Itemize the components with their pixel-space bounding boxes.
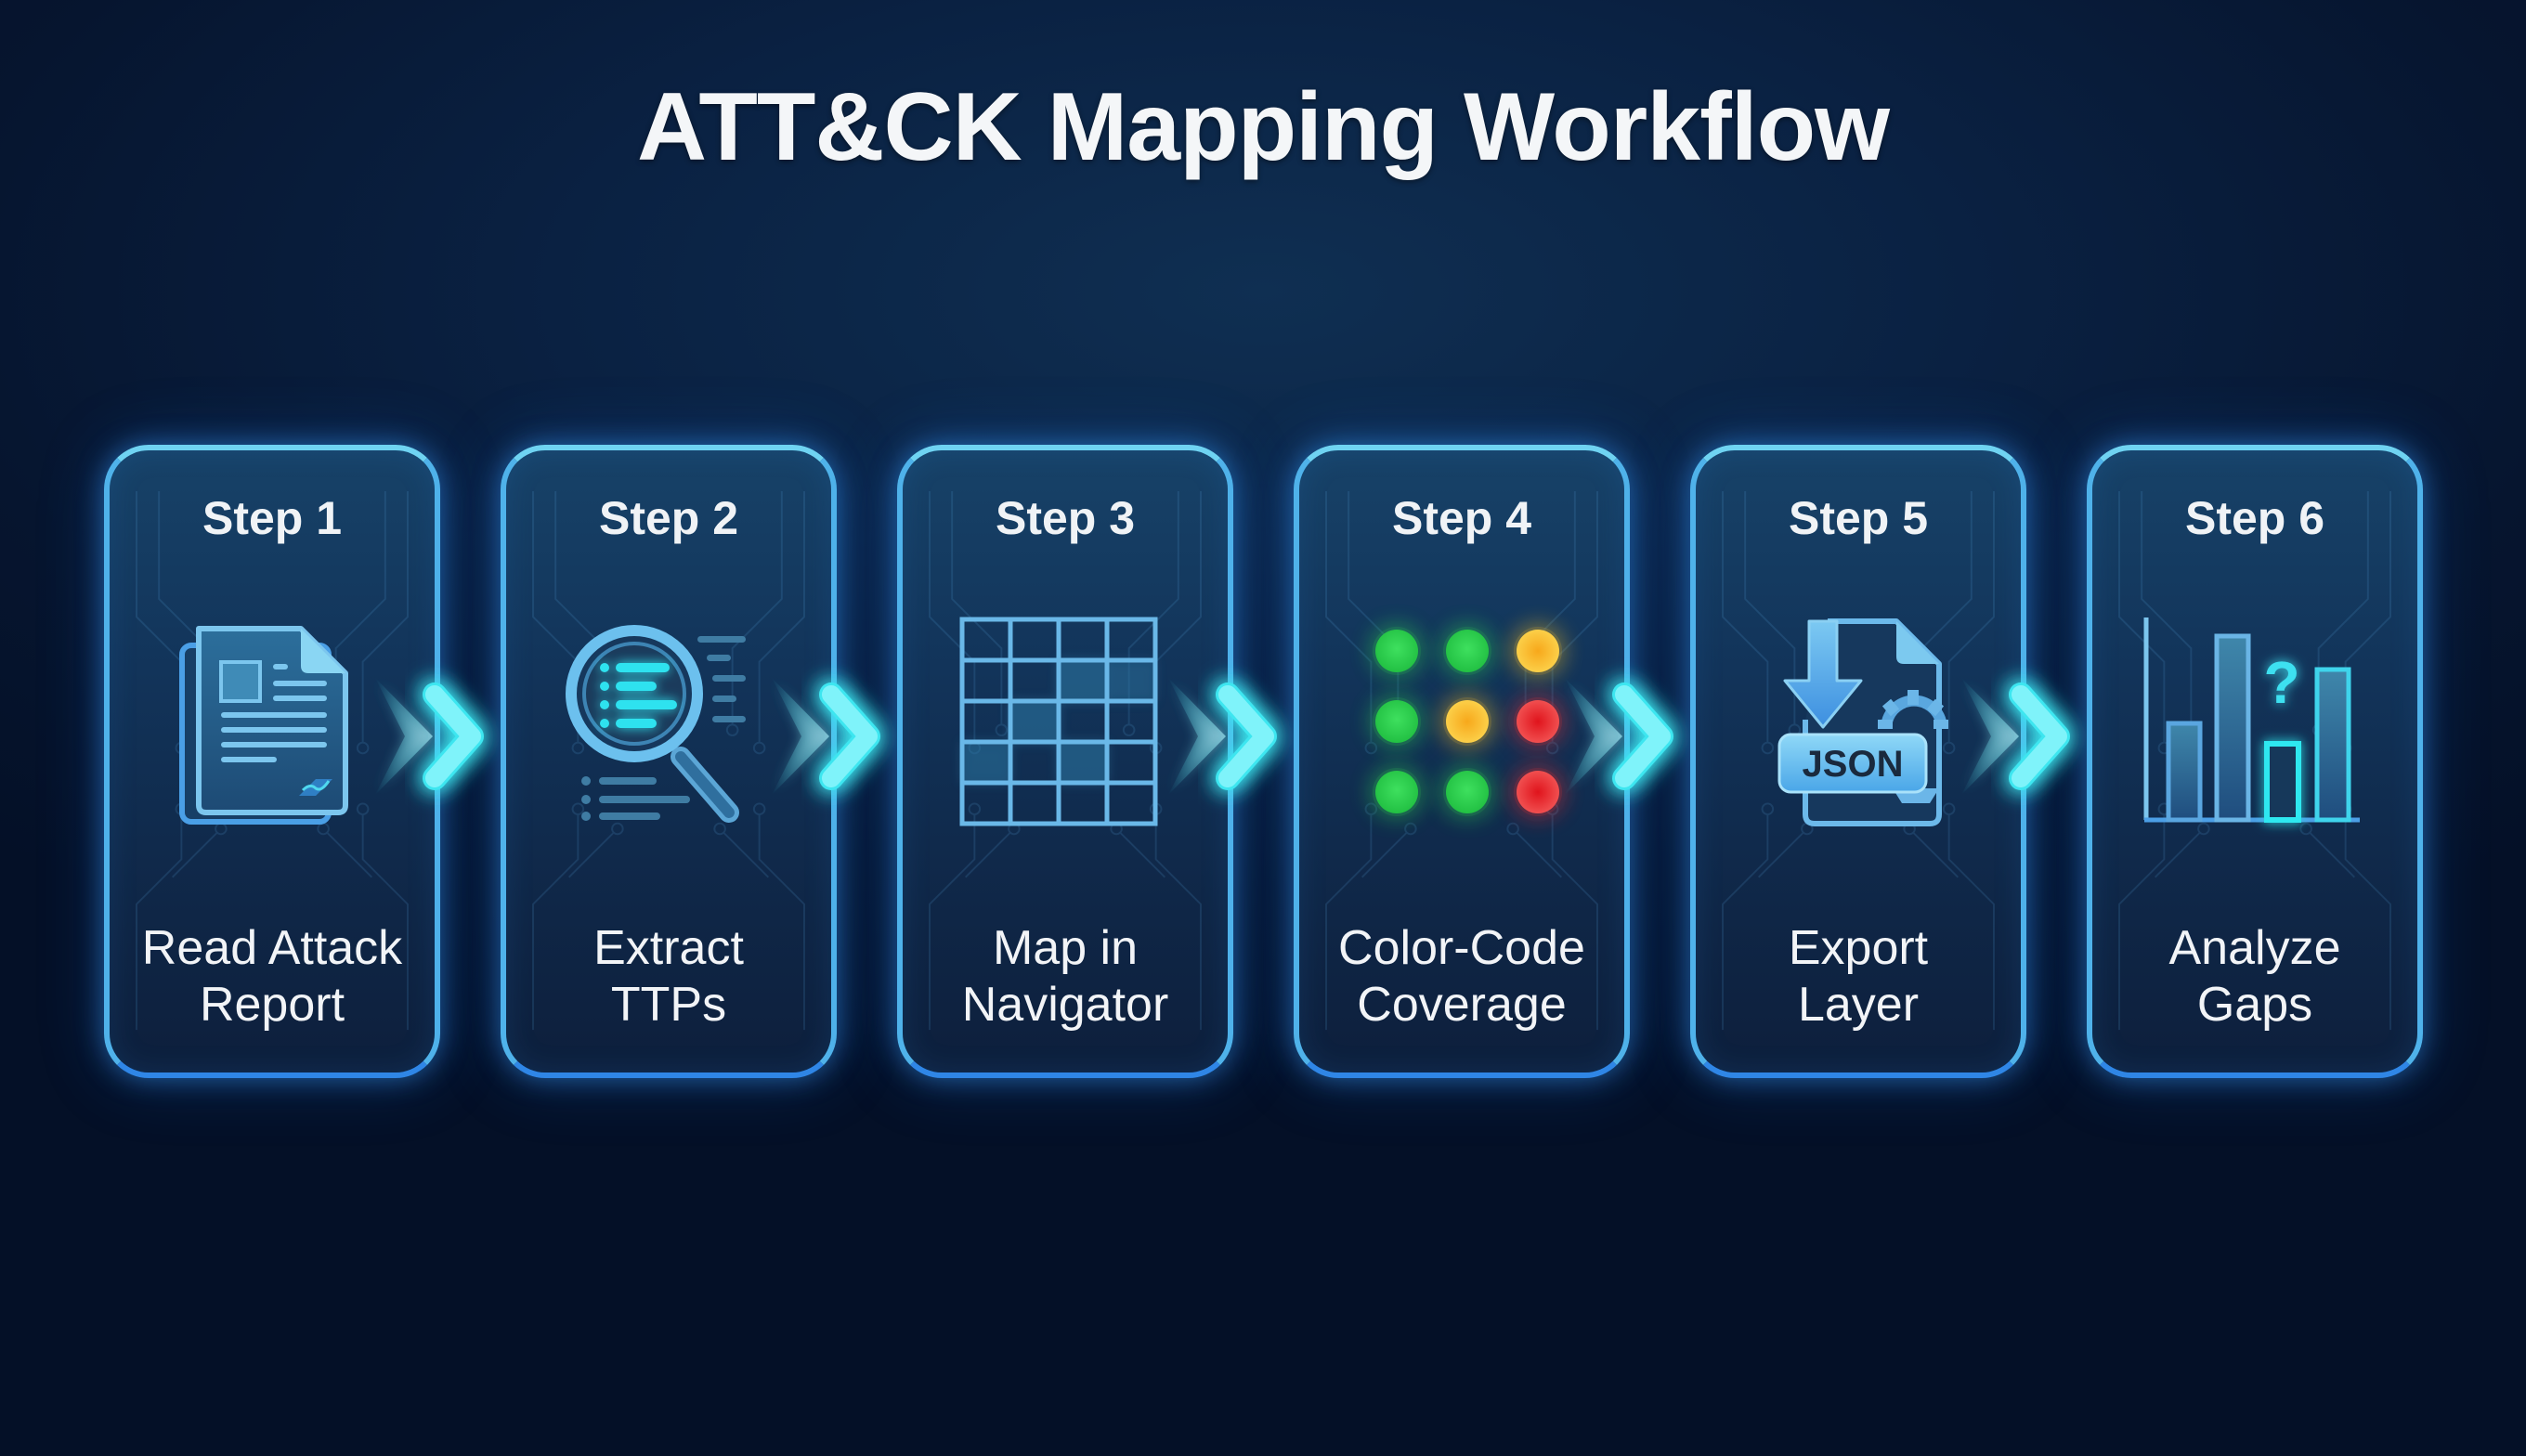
step-number: Step 3 [995, 492, 1136, 544]
coverage-dot-green [1446, 630, 1489, 672]
page-title: ATT&CK Mapping Workflow [636, 73, 1890, 181]
coverage-dot-red [1517, 700, 1559, 743]
coverage-dots-icon [1351, 608, 1583, 840]
coverage-dot-yellow [1446, 700, 1489, 743]
double-chevron-right-icon [764, 667, 885, 806]
step-title-line: Color-Code [1338, 921, 1585, 975]
json-export-icon: JSON [1748, 608, 1980, 840]
step-number: Step 6 [2184, 492, 2325, 544]
step-title-line: Analyze [2168, 921, 2341, 975]
double-chevron-right-icon [1557, 667, 1678, 806]
step-title-line: Layer [1797, 978, 1920, 1032]
step-number: Step 5 [1788, 492, 1929, 544]
bar-chart-gap-icon: ? [2143, 608, 2376, 840]
step-card-1[interactable]: Step 1 Read Attack Report [104, 445, 440, 1078]
document-report-icon [162, 608, 394, 840]
step-title-line: Navigator [961, 978, 1169, 1032]
step-title-line: Coverage [1357, 978, 1567, 1032]
step-title: Map in Navigator [903, 920, 1228, 1034]
coverage-dot-green [1375, 700, 1418, 743]
matrix-grid-icon [955, 608, 1187, 840]
json-badge-text: JSON [1803, 744, 1904, 785]
step-title-line: Map in [992, 921, 1139, 975]
step-title: Color-Code Coverage [1299, 920, 1624, 1034]
double-chevron-right-icon [368, 667, 488, 806]
coverage-dot-yellow [1517, 630, 1559, 672]
step-title-line: Gaps [2196, 978, 2313, 1032]
step-title-line: TTPs [610, 978, 727, 1032]
step-title: Read Attack Report [110, 920, 435, 1034]
coverage-dot-green [1375, 771, 1418, 813]
coverage-dot-red [1517, 771, 1559, 813]
coverage-dot-green [1446, 771, 1489, 813]
step-title: Extract TTPs [506, 920, 831, 1034]
step-number: Step 2 [598, 492, 739, 544]
double-chevron-right-icon [1161, 667, 1282, 806]
step-card-2[interactable]: Step 2 Extrac [501, 445, 837, 1078]
step-title-line: Extract [593, 921, 744, 975]
step-title-line: Report [199, 978, 345, 1032]
step-title-line: Export [1788, 921, 1929, 975]
coverage-dot-green [1375, 630, 1418, 672]
step-card-5[interactable]: Step 5 JSON Export Layer [1690, 445, 2026, 1078]
step-title-line: Read Attack [141, 921, 403, 975]
step-title: Analyze Gaps [2092, 920, 2417, 1034]
question-mark-glyph: ? [2263, 649, 2299, 716]
step-card-6[interactable]: Step 6 ? Analyze Gaps [2087, 445, 2423, 1078]
magnifier-list-icon [558, 608, 790, 840]
step-title: Export Layer [1696, 920, 2021, 1034]
double-chevron-right-icon [1954, 667, 2075, 806]
step-number: Step 1 [202, 492, 343, 544]
step-number: Step 4 [1391, 492, 1532, 544]
